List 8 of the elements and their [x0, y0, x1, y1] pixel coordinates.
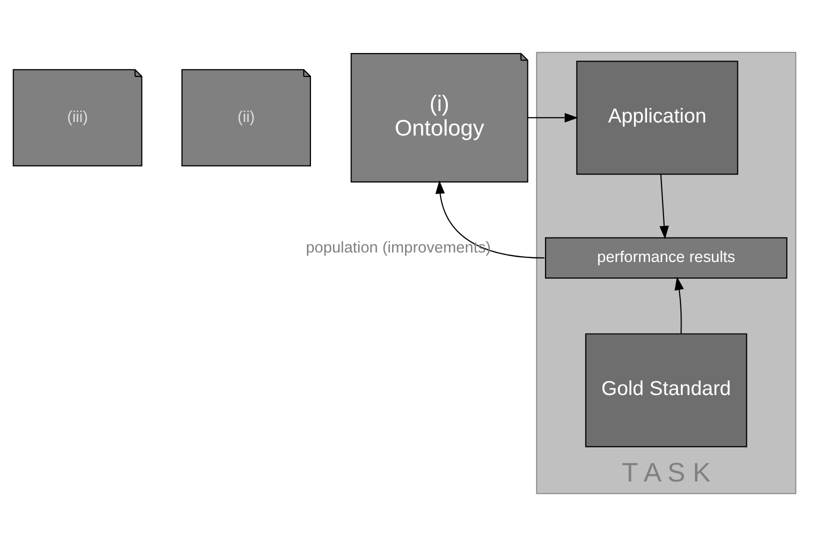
node-box: Application [576, 60, 738, 174]
node-box: Gold Standard [585, 332, 748, 447]
node-box: performance results [544, 236, 788, 278]
arrow [435, 180, 544, 258]
arrow [528, 112, 578, 122]
arrow [660, 174, 669, 239]
arrow [674, 276, 684, 334]
edge-label: population (improvements) [306, 239, 491, 256]
